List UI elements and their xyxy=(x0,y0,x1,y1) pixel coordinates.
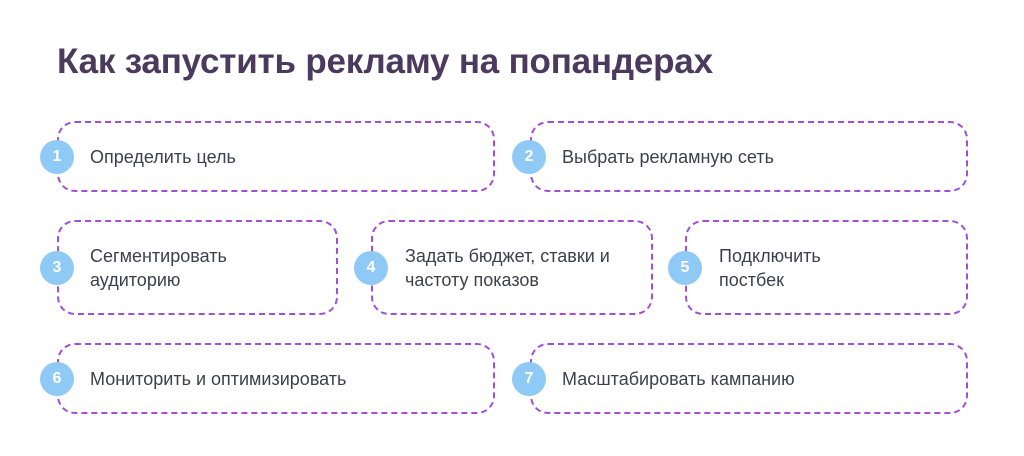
step-label-6: Мониторить и оптимизировать xyxy=(90,369,347,389)
page-title: Как запустить рекламу на попандерах xyxy=(57,42,713,81)
step-number-badge-2: 2 xyxy=(512,140,546,174)
step-label-4: Задать бюджет, ставки и частоту показов xyxy=(405,246,610,290)
step-label-5: Подключить постбек xyxy=(719,246,821,290)
step-number-badge-1: 1 xyxy=(40,140,74,174)
step-label-3: Сегментировать аудиторию xyxy=(90,246,227,290)
step-number-badge-4: 4 xyxy=(354,251,388,285)
step-number-badge-5: 5 xyxy=(668,251,702,285)
step-label-1: Определить цель xyxy=(90,147,236,167)
step-number-badge-6: 6 xyxy=(40,362,74,396)
step-number-badge-7: 7 xyxy=(512,362,546,396)
step-label-2: Выбрать рекламную сеть xyxy=(562,147,774,167)
step-label-7: Масштабировать кампанию xyxy=(562,369,795,389)
step-number-badge-3: 3 xyxy=(40,251,74,285)
